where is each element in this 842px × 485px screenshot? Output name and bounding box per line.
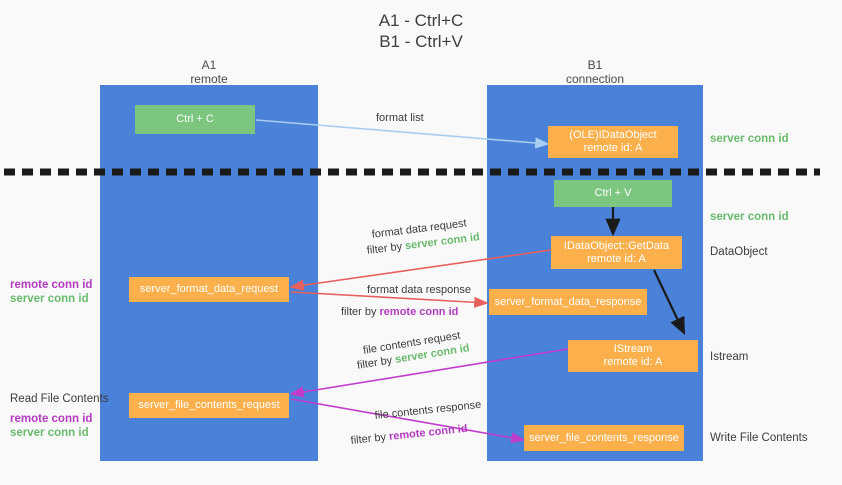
filter-prefix: filter by: [350, 430, 390, 447]
node-server-format-data-request[interactable]: server_format_data_request: [129, 277, 289, 302]
edge-label-file-contents-response-filter: filter by remote conn id: [350, 422, 468, 448]
lane-header-b1: B1 connection: [487, 58, 703, 86]
edge-label-file-contents-response: file contents response: [374, 398, 482, 422]
page-title: A1 - Ctrl+C B1 - Ctrl+V: [378, 11, 464, 51]
left-label-server-conn-id-mid: server conn id: [10, 293, 89, 305]
node-ole-idataobject[interactable]: (OLE)IDataObject remote id: A: [548, 126, 678, 158]
right-label-write-file-contents: Write File Contents: [710, 432, 808, 444]
left-label-remote-conn-id-mid: remote conn id: [10, 279, 93, 291]
edge-label-format-data-response: format data response: [367, 284, 471, 296]
lane-header-a1-name: A1: [201, 58, 217, 72]
left-label-read-file-contents: Read File Contents: [10, 393, 109, 405]
filter-prefix: filter by: [366, 240, 406, 257]
node-server-file-contents-response[interactable]: server_file_contents_response: [524, 425, 684, 451]
right-label-dataobject: DataObject: [710, 246, 768, 258]
left-label-server-conn-id-bottom: server conn id: [10, 427, 89, 439]
node-ctrl-c[interactable]: Ctrl + C: [135, 105, 255, 134]
filter-key-remote-conn-id: remote conn id: [379, 306, 459, 318]
lane-header-b1-name: B1: [587, 58, 603, 72]
edge-label-format-list: format list: [376, 112, 424, 124]
right-label-server-conn-id-mid: server conn id: [710, 211, 789, 223]
right-label-server-conn-id-top: server conn id: [710, 133, 789, 145]
filter-prefix: filter by: [356, 353, 397, 372]
node-ctrl-v[interactable]: Ctrl + V: [554, 180, 672, 207]
edge-label-format-data-response-filter: filter by remote conn id: [341, 305, 458, 319]
lane-header-a1-sub: remote: [190, 72, 228, 86]
node-istream[interactable]: IStream remote id: A: [568, 340, 698, 372]
right-label-istream: Istream: [710, 351, 749, 363]
filter-key-remote-conn-id: remote conn id: [388, 422, 469, 443]
filter-prefix: filter by: [341, 306, 380, 318]
lane-header-b1-sub: connection: [565, 72, 625, 86]
node-idataobject-getdata[interactable]: IDataObject::GetData remote id: A: [551, 236, 682, 269]
node-server-format-data-response[interactable]: server_format_data_response: [489, 289, 647, 315]
node-server-file-contents-request[interactable]: server_file_contents_request: [129, 393, 289, 418]
lane-header-a1: A1 remote: [100, 58, 318, 86]
left-label-remote-conn-id-bottom: remote conn id: [10, 413, 93, 425]
